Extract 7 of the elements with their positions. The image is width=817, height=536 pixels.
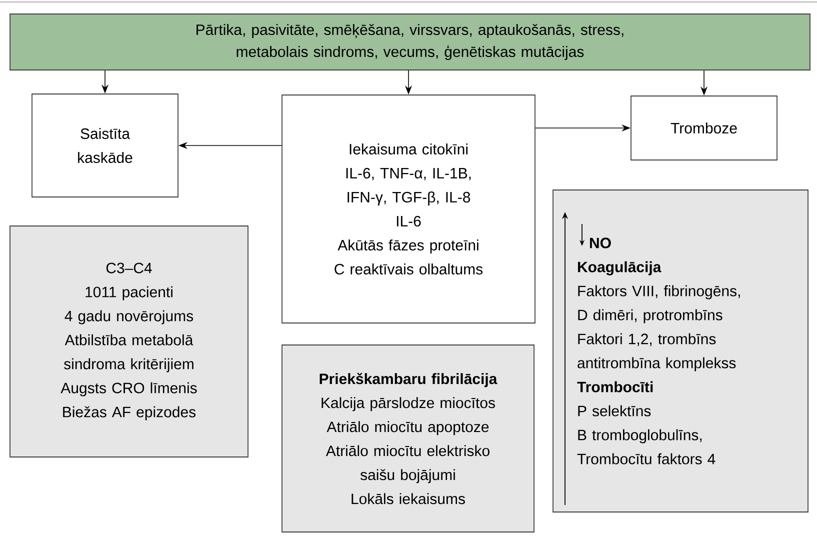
info-box: NO Koagulācija Faktors VIII, fibrinogēns, D dimēri, protrombīns Faktori 1,2, trombīns antitrombīna komplekss Trombocīti P selektīns B tromboglobulīns, Trombocītu faktors 4 [552, 190, 808, 512]
process-box: Iekaisuma citokīni IL-6, TNF-α, IL-1B, IFN-γ, TGF-β, IL-8 IL-6 Akūtās fāzes proteīni C reaktīvais olbaltums [282, 94, 536, 324]
info-box: C3–C4 1011 pacienti 4 gadu novērojums Atbilstība metabolā sindroma kritērijiem Augsts CRO līmenis Biežas AF epizodes [10, 226, 248, 458]
process-box: Saistīta kaskāde [32, 94, 178, 198]
factor-box: Pārtika, pasivitāte, smēķēšana, virssvars, aptaukošanās, stress, metabolais sindroms, vecums, ģenētiskas mutācijas [10, 14, 810, 70]
process-box: Tromboze [630, 96, 778, 160]
info-box: Priekškambaru fibrilācija Kalcija pārslodze miocītos Atriālo miocītu apoptoze Atriālo miocītu elektrisko saišu bojājumi Lokāls iekaisums [282, 344, 534, 532]
